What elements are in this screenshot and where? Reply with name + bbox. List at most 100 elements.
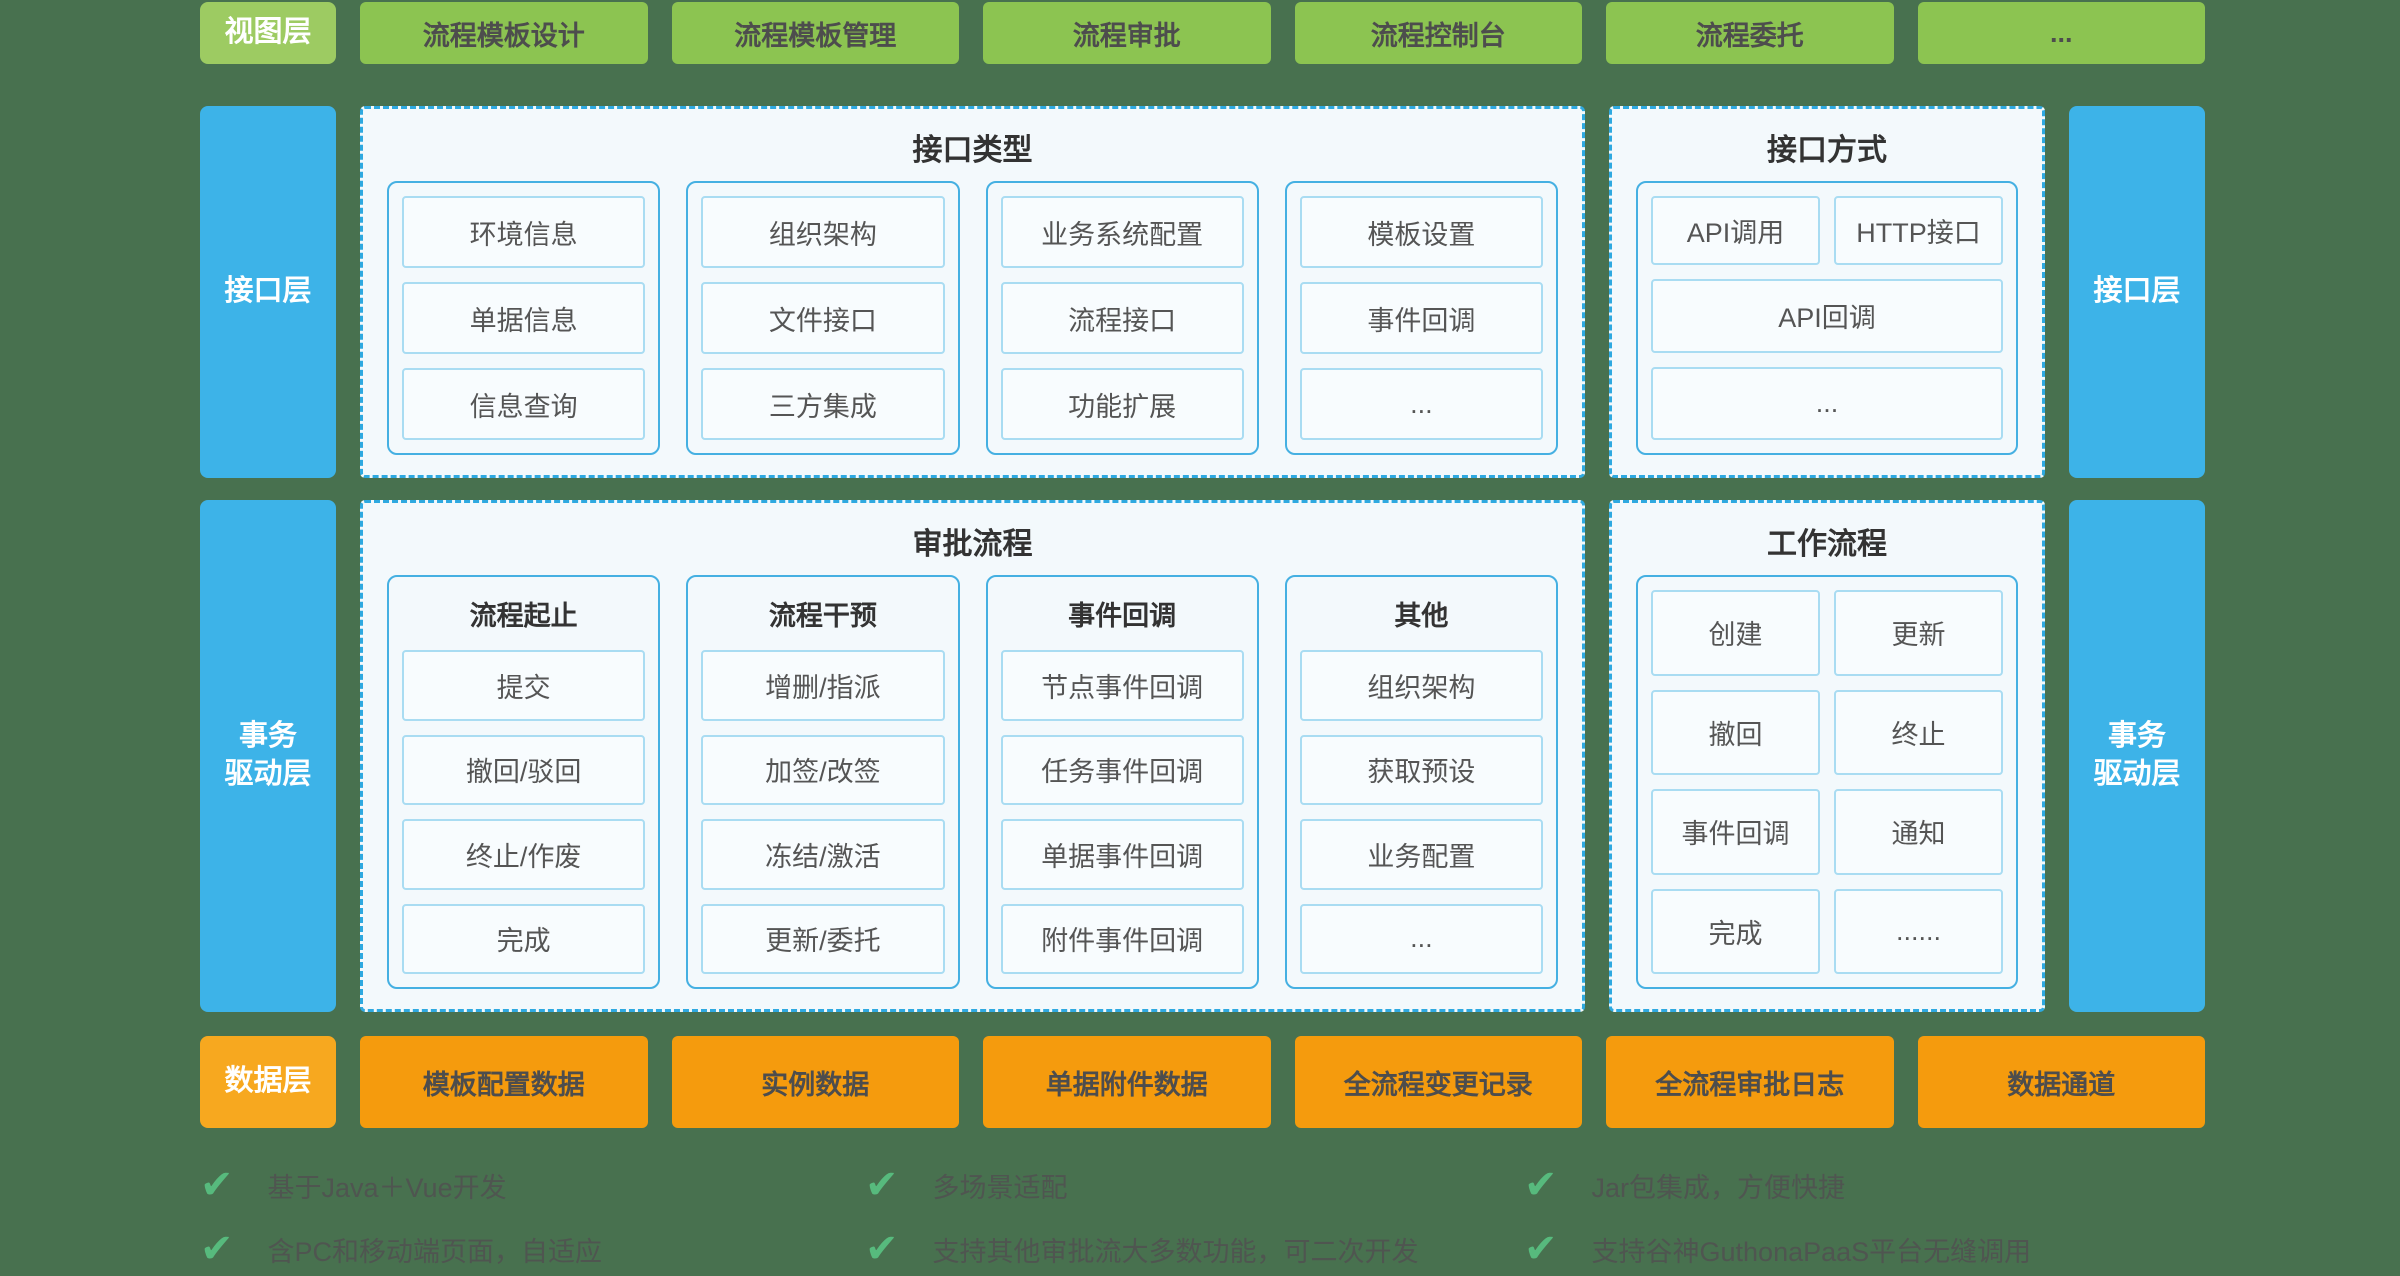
interface-types-title: 接口类型 <box>912 134 1033 167</box>
transaction-label-line1: 事务 <box>238 720 297 753</box>
check-icon: ✔ <box>200 1227 234 1271</box>
feature-text: Jar包集成，方便快捷 <box>1591 1172 1846 1203</box>
work-flow-item: 终止 <box>1834 689 2003 775</box>
interface-method-item: API回调 <box>1651 279 2003 353</box>
interface-types-col-4: 模板设置 事件回调 ... <box>1284 181 1558 455</box>
interface-types-columns: 环境信息 单据信息 信息查询 组织架构 文件接口 三方集成 业务系统配置 流程接… <box>363 181 1582 475</box>
check-icon: ✔ <box>1524 1163 1558 1207</box>
feature-column-1: ✔ 基于Java＋Vue开发 ✔ 含PC和移动端页面，自适应 <box>200 1163 865 1271</box>
work-flow-item: 更新 <box>1834 590 2003 676</box>
approval-flow-item: 撤回/驳回 <box>402 734 646 805</box>
approval-flow-col-intervention: 流程干预 增删/指派 加签/改签 冻结/激活 更新/委托 <box>686 575 960 989</box>
approval-flow-title: 审批流程 <box>912 528 1033 561</box>
approval-flow-item: 业务配置 <box>1299 819 1543 890</box>
data-layer-item-approval-log: 全流程审批日志 <box>1606 1036 1894 1128</box>
feature-item: ✔ 支持谷神GuthonaPaaS平台无缝调用 <box>1524 1229 2205 1269</box>
approval-flow-col-title: 其他 <box>1394 600 1449 631</box>
interface-methods-title: 接口方式 <box>1767 134 1887 167</box>
interface-types-panel: 接口类型 环境信息 单据信息 信息查询 组织架构 文件接口 三方集成 业务系统配… <box>360 106 1585 478</box>
work-flow-item: 创建 <box>1651 590 1820 676</box>
interface-type-item: 事件回调 <box>1299 282 1543 354</box>
data-layer-item-instance: 实例数据 <box>671 1036 959 1128</box>
approval-flow-item: ... <box>1299 903 1543 974</box>
feature-item: ✔ 基于Java＋Vue开发 <box>200 1163 865 1207</box>
work-flow-body: 创建 更新 撤回 终止 事件回调 通知 完成 ...... <box>1612 575 2042 1009</box>
interface-layer-label-left: 接口层 <box>200 106 336 478</box>
work-flow-item: 事件回调 <box>1651 789 1820 875</box>
check-icon: ✔ <box>200 1163 234 1207</box>
data-layer-item-channel: 数据通道 <box>1917 1036 2205 1128</box>
feature-column-3: ✔ Jar包集成，方便快捷 ✔ 支持谷神GuthonaPaaS平台无缝调用 <box>1524 1163 2205 1269</box>
work-flow-item: ...... <box>1834 888 2003 974</box>
feature-text: 多场景适配 <box>932 1172 1068 1203</box>
approval-flow-item: 完成 <box>402 903 646 974</box>
view-layer-item-more: ... <box>1917 2 2205 64</box>
feature-text: 基于Java＋Vue开发 <box>267 1172 507 1203</box>
approval-flow-col-title: 流程干预 <box>768 600 877 631</box>
interface-methods-panel: 接口方式 API调用 HTTP接口 API回调 ... <box>1609 106 2045 478</box>
data-layer-row: 数据层 模板配置数据 实例数据 单据附件数据 全流程变更记录 全流程审批日志 数… <box>200 1036 2205 1128</box>
work-flow-grid: 创建 更新 撤回 终止 事件回调 通知 完成 ...... <box>1651 590 2003 974</box>
approval-flow-item: 单据事件回调 <box>1000 819 1244 890</box>
work-flow-title: 工作流程 <box>1767 528 1887 561</box>
interface-type-item: 环境信息 <box>402 196 646 268</box>
interface-type-item: 流程接口 <box>1000 282 1244 354</box>
check-icon: ✔ <box>865 1163 899 1207</box>
data-layer-item-template-config: 模板配置数据 <box>360 1036 648 1128</box>
interface-type-item: 文件接口 <box>701 282 945 354</box>
feature-checklist: ✔ 基于Java＋Vue开发 ✔ 含PC和移动端页面，自适应 ✔ 多场景适配 ✔… <box>200 1163 2205 1271</box>
approval-flow-item: 更新/委托 <box>701 903 945 974</box>
interface-method-item: API调用 <box>1651 196 1820 266</box>
approval-flow-col-start-end: 流程起止 提交 撤回/驳回 终止/作废 完成 <box>387 575 661 989</box>
approval-flow-item: 提交 <box>402 650 646 721</box>
feature-item: ✔ 多场景适配 <box>865 1163 1524 1207</box>
approval-flow-item: 增删/指派 <box>701 650 945 721</box>
interface-types-col-2: 组织架构 文件接口 三方集成 <box>686 181 960 455</box>
interface-method-item: HTTP接口 <box>1834 196 2003 266</box>
approval-flow-col-title: 事件回调 <box>1068 600 1177 631</box>
approval-flow-item: 组织架构 <box>1299 650 1543 721</box>
approval-flow-item: 终止/作废 <box>402 819 646 890</box>
feature-text: 支持其他审批流大多数功能，可二次开发 <box>932 1236 1419 1267</box>
feature-item: ✔ 支持其他审批流大多数功能，可二次开发 <box>865 1227 1524 1271</box>
work-flow-item: 完成 <box>1651 888 1820 974</box>
approval-flow-col-other: 其他 组织架构 获取预设 业务配置 ... <box>1284 575 1558 989</box>
work-flow-item: 通知 <box>1834 789 2003 875</box>
transaction-layer-label-left: 事务 驱动层 <box>200 500 336 1012</box>
approval-flow-columns: 流程起止 提交 撤回/驳回 终止/作废 完成 流程干预 增删/指派 加签/改签 … <box>363 575 1582 1009</box>
check-icon: ✔ <box>865 1227 899 1271</box>
data-layer-label: 数据层 <box>200 1036 336 1128</box>
transaction-layer-row: 事务 驱动层 审批流程 流程起止 提交 撤回/驳回 终止/作废 完成 流程干预 … <box>200 500 2205 1012</box>
interface-types-col-3: 业务系统配置 流程接口 功能扩展 <box>985 181 1259 455</box>
feature-item: ✔ 含PC和移动端页面，自适应 <box>200 1227 865 1271</box>
interface-methods-row: API调用 HTTP接口 <box>1651 196 2003 266</box>
interface-type-item: 单据信息 <box>402 282 646 354</box>
view-layer-row: 视图层 流程模板设计 流程模板管理 流程审批 流程控制台 流程委托 ... <box>200 2 2205 64</box>
transaction-label-line1: 事务 <box>2107 720 2166 753</box>
view-layer-label: 视图层 <box>200 2 336 64</box>
work-flow-panel: 工作流程 创建 更新 撤回 终止 事件回调 通知 完成 ...... <box>1609 500 2045 1012</box>
interface-type-item: 模板设置 <box>1299 196 1543 268</box>
approval-flow-item: 冻结/激活 <box>701 819 945 890</box>
data-layer-item-change-record: 全流程变更记录 <box>1294 1036 1582 1128</box>
interface-layer-label-right: 接口层 <box>2069 106 2205 478</box>
approval-flow-col-callback: 事件回调 节点事件回调 任务事件回调 单据事件回调 附件事件回调 <box>985 575 1259 989</box>
interface-layer-row: 接口层 接口类型 环境信息 单据信息 信息查询 组织架构 文件接口 三方集成 业… <box>200 106 2205 478</box>
transaction-label-line2: 驱动层 <box>224 758 312 790</box>
work-flow-item: 撤回 <box>1651 689 1820 775</box>
approval-flow-item: 任务事件回调 <box>1000 734 1244 805</box>
interface-type-item: 功能扩展 <box>1000 368 1244 440</box>
data-layer-item-attachment: 单据附件数据 <box>983 1036 1271 1128</box>
view-layer-item-template-design: 流程模板设计 <box>360 2 648 64</box>
view-layer-item-template-manage: 流程模板管理 <box>671 2 959 64</box>
work-flow-col: 创建 更新 撤回 终止 事件回调 通知 完成 ...... <box>1636 575 2018 989</box>
approval-flow-item: 加签/改签 <box>701 734 945 805</box>
interface-methods-col: API调用 HTTP接口 API回调 ... <box>1636 181 2018 455</box>
view-layer-item-delegate: 流程委托 <box>1606 2 1894 64</box>
feature-text: 支持谷神GuthonaPaaS平台无缝调用 <box>1591 1236 2032 1267</box>
interface-methods-body: API调用 HTTP接口 API回调 ... <box>1612 181 2042 475</box>
feature-item: ✔ Jar包集成，方便快捷 <box>1524 1163 2205 1207</box>
transaction-layer-label-right: 事务 驱动层 <box>2069 500 2205 1012</box>
view-layer-item-approval: 流程审批 <box>983 2 1271 64</box>
